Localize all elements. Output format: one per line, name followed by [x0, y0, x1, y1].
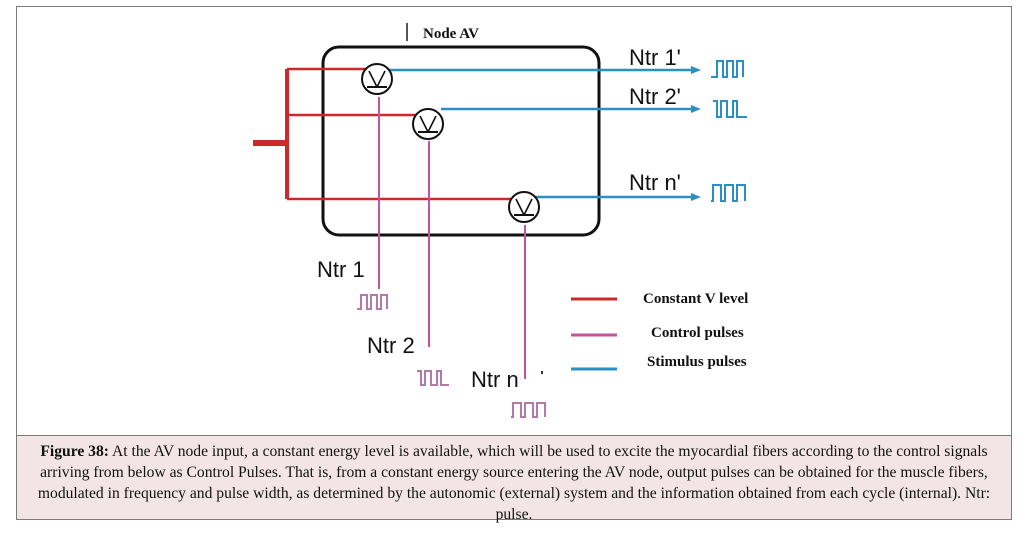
output-label-2: Ntr 2': [629, 84, 681, 109]
legend-label-stimulus: Stimulus pulses: [647, 354, 747, 370]
av-node-box: [321, 45, 601, 237]
stimulus-lines: [389, 68, 693, 199]
caption-label: Figure 38:: [40, 443, 109, 460]
figure-frame: Node AV: [16, 6, 1012, 523]
input-label-2: Ntr 2: [367, 333, 415, 358]
pulse-icon-in-1: [357, 294, 388, 310]
control-pulse-icons: [357, 294, 546, 418]
constant-v-lines: [253, 67, 511, 201]
caption-text: At the AV node input, a constant energy …: [37, 443, 991, 523]
legend-label-constant-v: Constant V level: [643, 291, 748, 307]
av-node-diagram: Node AV: [253, 23, 748, 418]
node-title: Node AV: [423, 26, 479, 42]
pulse-icon-out-n: [711, 184, 746, 202]
stray-dot: [541, 371, 543, 374]
input-label-1: Ntr 1: [317, 257, 365, 282]
pulse-icon-in-n: [511, 402, 546, 418]
arrowhead-n: [691, 193, 701, 201]
stimulus-pulse-icons: [711, 60, 747, 202]
output-label-n: Ntr n': [629, 170, 681, 195]
control-lines: [378, 97, 526, 379]
transistor-1: [361, 63, 393, 95]
pulse-icon-in-2: [417, 370, 449, 386]
transistor-n: [508, 191, 540, 223]
arrowhead-1: [691, 66, 701, 74]
pulse-icon-out-2: [713, 100, 747, 118]
stimulus-arrowheads: [691, 66, 701, 201]
transistor-2: [412, 108, 444, 140]
pulse-icon-out-1: [711, 60, 744, 78]
legend-label-control: Control pulses: [651, 325, 744, 341]
figure-caption: Figure 38: At the AV node input, a const…: [17, 435, 1011, 523]
diagram-area: Node AV: [17, 7, 1011, 435]
legend: Constant V level Control pulses Stimulus…: [571, 291, 748, 371]
arrowhead-2: [691, 105, 701, 113]
input-label-n: Ntr n: [471, 367, 519, 392]
output-label-1: Ntr 1': [629, 45, 681, 70]
